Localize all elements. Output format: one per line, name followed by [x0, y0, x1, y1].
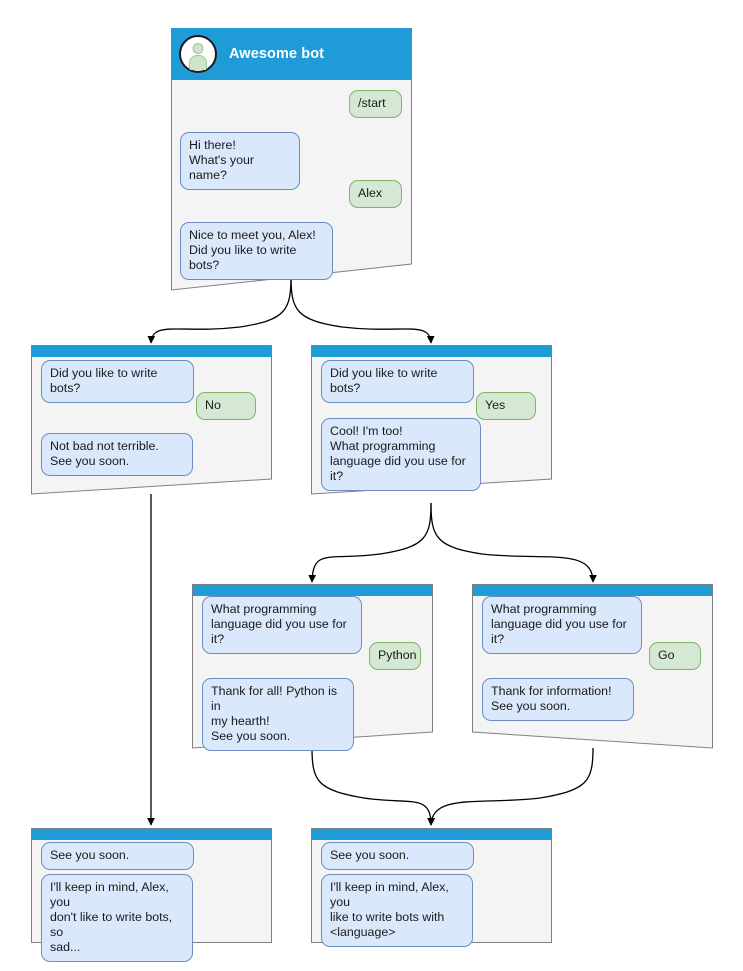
bot-header-bar: Awesome bot: [171, 28, 412, 80]
card-go-branch[interactable]: What programming language did you use fo…: [472, 584, 713, 749]
message-bubble-bot: Did you like to write bots?: [41, 360, 194, 403]
edge-yes-to-go: [430, 502, 597, 583]
card-root[interactable]: Awesome bot /start Hi there! What's your…: [171, 28, 412, 291]
card-no-branch[interactable]: Did you like to write bots? No Not bad n…: [31, 345, 272, 495]
card-yes-branch[interactable]: Did you like to write bots? Yes Cool! I'…: [311, 345, 552, 495]
edge-go-to-end-happy: [427, 747, 594, 826]
avatar-body-icon: [189, 55, 207, 70]
message-bubble-bot: Cool! I'm too! What programming language…: [321, 418, 481, 491]
bot-title: Awesome bot: [229, 46, 325, 62]
message-bubble-bot: Thank for information! See you soon.: [482, 678, 634, 721]
message-bubble-user: Python: [369, 642, 421, 670]
message-bubble-user: Yes: [476, 392, 536, 420]
card-top-bar: [312, 829, 551, 840]
avatar-head-icon: [192, 43, 204, 54]
card-end-sad[interactable]: See you soon. I'll keep in mind, Alex, y…: [31, 828, 272, 962]
card-end-happy[interactable]: See you soon. I'll keep in mind, Alex, y…: [311, 828, 552, 947]
message-bubble-bot: Not bad not terrible. See you soon.: [41, 433, 193, 476]
message-bubble-bot: I'll keep in mind, Alex, you like to wri…: [321, 874, 473, 947]
card-top-bar: [32, 346, 271, 357]
edge-python-to-end-happy: [311, 747, 435, 826]
card-top-bar: [312, 346, 551, 357]
card-top-bar: [193, 585, 432, 596]
message-bubble-bot: I'll keep in mind, Alex, you don't like …: [41, 874, 193, 962]
message-bubble-bot: Did you like to write bots?: [321, 360, 474, 403]
message-bubble-bot: See you soon.: [321, 842, 474, 870]
message-bubble-bot: Hi there! What's your name?: [180, 132, 300, 190]
message-bubble-user: No: [196, 392, 256, 420]
card-top-bar: [473, 585, 712, 596]
message-bubble-bot: Thank for all! Python is in my hearth! S…: [202, 678, 354, 751]
message-bubble-bot: Nice to meet you, Alex! Did you like to …: [180, 222, 333, 280]
message-bubble-bot: What programming language did you use fo…: [482, 596, 642, 654]
message-bubble-bot: What programming language did you use fo…: [202, 596, 362, 654]
message-bubble-user: Go: [649, 642, 701, 670]
message-bubble-bot: See you soon.: [41, 842, 194, 870]
person-avatar-icon: [179, 35, 217, 73]
message-bubble-user: Alex: [349, 180, 402, 208]
message-bubble-user: /start: [349, 90, 402, 118]
card-python-branch[interactable]: What programming language did you use fo…: [192, 584, 433, 751]
card-top-bar: [32, 829, 271, 840]
edge-yes-to-python: [308, 502, 432, 583]
